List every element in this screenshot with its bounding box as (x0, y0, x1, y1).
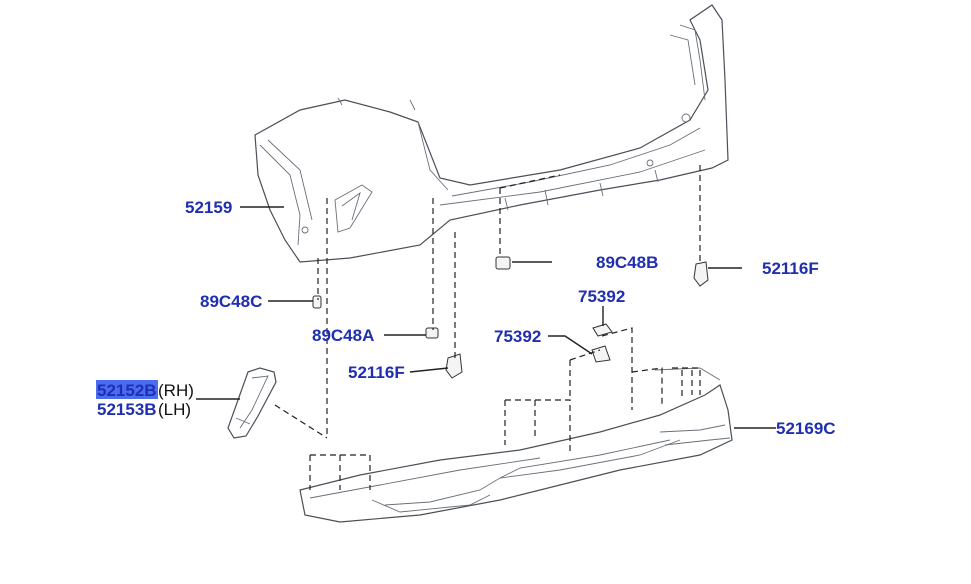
label-75392-top: 75392 (578, 287, 625, 306)
label-rh: (RH) (158, 381, 194, 400)
label-89c48b: 89C48B (596, 253, 658, 272)
retainer-75392-bottom[interactable] (591, 345, 611, 363)
label-52116f-center: 52116F (348, 363, 405, 382)
label-89c48c: 89C48C (200, 292, 262, 311)
clip-89c48a[interactable] (425, 327, 439, 339)
clip-89c48b[interactable] (495, 256, 511, 270)
retainer-75392-top[interactable] (592, 323, 613, 337)
label-52159: 52159 (185, 198, 232, 217)
assembly-lines (274, 165, 701, 490)
label-52152b: 52152B (97, 381, 157, 400)
label-75392-bottom: 75392 (494, 327, 541, 346)
label-lh: (LH) (158, 400, 191, 419)
label-89c48a: 89C48A (312, 326, 374, 345)
label-52169c: 52169C (776, 419, 836, 438)
bracket-52116f-center[interactable] (445, 353, 463, 379)
bumper-cover-part[interactable] (254, 4, 729, 263)
clip-89c48c[interactable] (312, 295, 322, 309)
bracket-52116f-right[interactable] (693, 261, 709, 287)
lower-panel-part[interactable] (299, 367, 733, 523)
label-52116f-right: 52116F (762, 259, 819, 278)
label-52153b: 52153B (97, 400, 157, 419)
leader-lines (196, 206, 776, 429)
reflector-part[interactable] (227, 367, 277, 439)
selection-highlight (96, 380, 158, 399)
